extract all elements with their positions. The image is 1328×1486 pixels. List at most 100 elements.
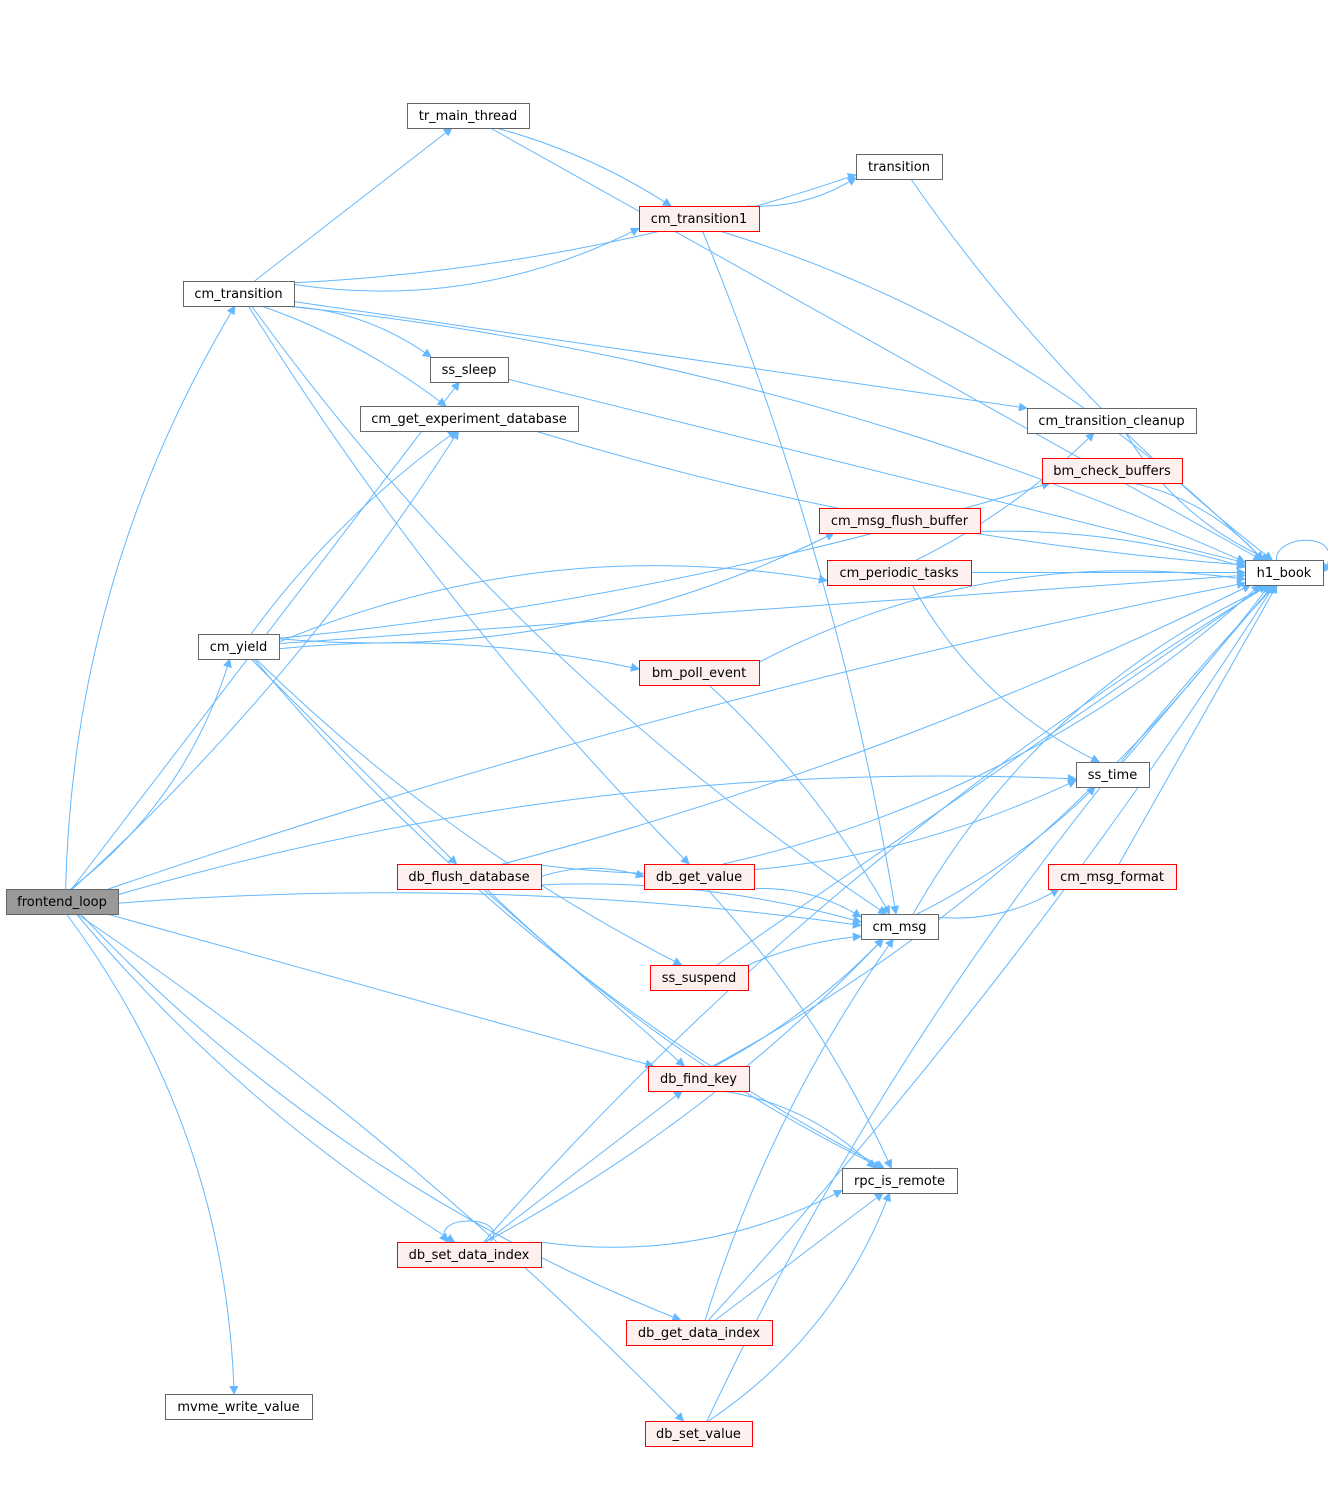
edge-cm_transition1-to-h1_book [719,230,1264,561]
node-box-cm_msg_format[interactable] [1048,864,1177,890]
edge-ss_suspend-to-cm_msg [747,932,862,966]
node-cm_transition_cleanup[interactable]: cm_transition_cleanup [1027,408,1197,434]
node-box-mvme_write_value[interactable] [165,1394,313,1420]
node-ss_suspend[interactable]: ss_suspend [650,965,749,991]
node-box-db_flush_database[interactable] [397,864,542,890]
node-box-db_get_value[interactable] [644,864,755,890]
node-tr_main_thread[interactable]: tr_main_thread [407,103,530,129]
node-db_flush_database[interactable]: db_flush_database [397,864,542,890]
node-ss_sleep[interactable]: ss_sleep [430,357,509,383]
edge-db_find_key-to-cm_msg [714,938,884,1067]
node-label-db_set_value: db_set_value [656,1427,741,1442]
edge-db_get_data_index-to-rpc_is_remote [715,1192,884,1321]
edge-db_flush_database-to-rpc_is_remote [486,888,883,1169]
node-db_get_value[interactable]: db_get_value [644,864,755,890]
node-label-mvme_write_value: mvme_write_value [177,1400,299,1415]
edge-cm_transition-to-cm_msg [251,305,888,915]
node-label-cm_periodic_tasks: cm_periodic_tasks [839,566,958,581]
node-box-cm_transition[interactable] [183,281,295,307]
edge-db_get_value-to-h1_book [722,584,1261,865]
node-label-db_find_key: db_find_key [660,1072,737,1087]
edge-db_set_data_index-to-h1_book [483,584,1270,1243]
node-box-transition[interactable] [856,154,943,180]
node-cm_msg_flush_buffer[interactable]: cm_msg_flush_buffer [819,508,981,534]
node-cm_transition[interactable]: cm_transition [183,281,295,307]
edge-cm_yield-to-ss_suspend [255,658,683,966]
edge-h1_book-to-h1_book [1275,539,1328,573]
edge-frontend_loop-to-db_set_data_index [76,913,456,1243]
edge-cm_transition_cleanup-to-h1_book [1125,432,1271,561]
edge-cm_transition-to-cm_transition1 [293,227,640,292]
node-box-ss_suspend[interactable] [650,965,749,991]
node-box-db_find_key[interactable] [648,1066,750,1092]
edge-cm_transition-to-db_get_value [247,305,690,865]
node-db_set_data_index[interactable]: db_set_data_index [397,1242,542,1268]
edge-db_flush_database-to-cm_msg [540,883,862,925]
node-frontend_loop[interactable]: frontend_loop [6,889,119,915]
node-mvme_write_value[interactable]: mvme_write_value [165,1394,313,1420]
edge-tr_main_thread-to-cm_transition1 [495,127,672,207]
edge-db_set_data_index-to-rpc_is_remote [540,1189,843,1248]
node-label-cm_msg_flush_buffer: cm_msg_flush_buffer [831,514,969,529]
node-label-h1_book: h1_book [1257,566,1312,581]
node-cm_get_experiment_database[interactable]: cm_get_experiment_database [360,406,579,432]
edge-ss_suspend-to-h1_book [716,584,1267,966]
node-db_find_key[interactable]: db_find_key [648,1066,750,1092]
node-cm_transition1[interactable]: cm_transition1 [639,206,760,232]
node-box-bm_check_buffers[interactable] [1042,458,1183,484]
node-label-cm_msg: cm_msg [873,920,927,935]
edge-cm_yield-to-cm_periodic_tasks [278,565,828,643]
node-db_set_value[interactable]: db_set_value [645,1421,753,1447]
node-box-bm_poll_event[interactable] [639,660,760,686]
edge-cm_yield-to-db_flush_database [250,658,458,865]
edge-cm_transition-to-cm_get_experiment_database [261,305,447,407]
node-db_get_data_index[interactable]: db_get_data_index [626,1320,773,1346]
edge-cm_transition-to-transition [293,173,857,284]
edge-cm_msg_format-to-h1_book [1118,584,1278,865]
edge-db_flush_database-to-db_get_value [540,867,645,879]
node-box-cm_transition1[interactable] [639,206,760,232]
node-rpc_is_remote[interactable]: rpc_is_remote [842,1168,958,1194]
node-box-cm_yield[interactable] [198,634,280,660]
node-cm_msg_format[interactable]: cm_msg_format [1048,864,1177,890]
node-box-h1_book[interactable] [1245,560,1324,586]
node-box-cm_get_experiment_database[interactable] [360,406,579,432]
node-cm_yield[interactable]: cm_yield [198,634,280,660]
node-label-db_get_data_index: db_get_data_index [638,1326,761,1341]
edge-cm_yield-to-cm_get_experiment_database [250,430,458,635]
node-box-cm_transition_cleanup[interactable] [1027,408,1197,434]
node-label-cm_transition_cleanup: cm_transition_cleanup [1038,414,1184,429]
node-bm_poll_event[interactable]: bm_poll_event [639,660,760,686]
edge-cm_periodic_tasks-to-cm_transition_cleanup [916,432,1095,561]
node-box-cm_periodic_tasks[interactable] [827,560,972,586]
node-box-cm_msg[interactable] [861,914,939,940]
node-ss_time[interactable]: ss_time [1076,762,1150,788]
node-box-rpc_is_remote[interactable] [842,1168,958,1194]
node-bm_check_buffers[interactable]: bm_check_buffers [1042,458,1183,484]
edge-db_set_value-to-rpc_is_remote [708,1192,891,1422]
node-label-ss_time: ss_time [1088,768,1137,783]
node-h1_book[interactable]: h1_book [1245,560,1324,586]
node-label-db_get_value: db_get_value [656,870,742,885]
node-label-frontend_loop: frontend_loop [17,895,107,910]
node-box-ss_time[interactable] [1076,762,1150,788]
node-box-tr_main_thread[interactable] [407,103,530,129]
node-cm_msg[interactable]: cm_msg [861,914,939,940]
edge-frontend_loop-to-cm_yield [70,658,232,890]
edge-cm_transition-to-h1_book [285,305,1246,563]
edge-cm_transition-to-tr_main_thread [254,127,453,282]
node-box-db_set_value[interactable] [645,1421,753,1447]
node-cm_periodic_tasks[interactable]: cm_periodic_tasks [827,560,972,586]
edge-cm_get_experiment_database-to-h1_book [535,430,1246,569]
node-box-db_get_data_index[interactable] [626,1320,773,1346]
node-label-rpc_is_remote: rpc_is_remote [854,1174,945,1189]
node-label-transition: transition [868,160,930,175]
node-box-frontend_loop[interactable] [6,889,119,915]
node-label-tr_main_thread: tr_main_thread [419,109,518,124]
node-box-ss_sleep[interactable] [430,357,509,383]
edge-cm_yield-to-rpc_is_remote [253,658,885,1169]
node-transition[interactable]: transition [856,154,943,180]
node-box-cm_msg_flush_buffer[interactable] [819,508,981,534]
node-box-db_set_data_index[interactable] [397,1242,542,1268]
edge-db_get_data_index-to-h1_book [708,584,1275,1321]
